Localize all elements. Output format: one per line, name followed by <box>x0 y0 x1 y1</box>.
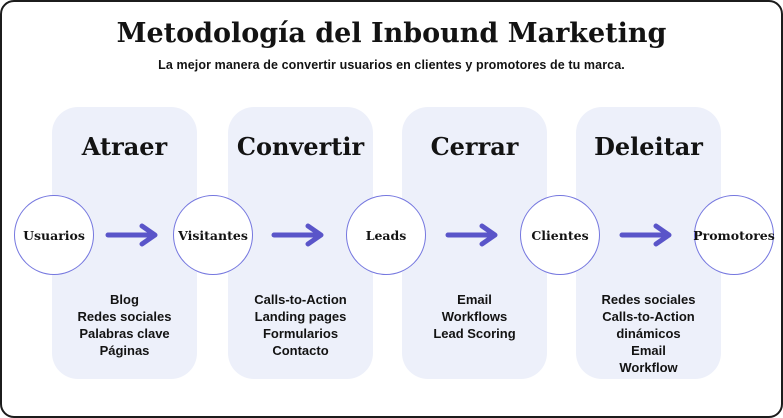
circle-label: Leads <box>365 227 407 243</box>
stage-title: Deleitar <box>594 132 703 161</box>
stage-list-item: dinámicos <box>616 326 681 341</box>
arrow-right-icon <box>445 223 501 247</box>
stage-list-item: Calls-to-Action <box>254 292 347 307</box>
stage-list: Redes sociales Calls-to-Action dinámicos… <box>576 291 721 376</box>
stage-list-item: Redes sociales <box>601 292 696 307</box>
stage-list-item: Lead Scoring <box>433 326 516 341</box>
page-subtitle: La mejor manera de convertir usuarios en… <box>158 58 625 72</box>
arrow-right-icon <box>271 223 327 247</box>
stage-list-item: Email <box>631 343 666 358</box>
funnel-circle-visitantes: Visitantes <box>173 195 253 275</box>
stage-list-item: Formularios <box>262 326 339 341</box>
funnel-circle-leads: Leads <box>346 195 426 275</box>
stage-list-item: Calls-to-Action <box>602 309 695 324</box>
stage-list: Calls-to-Action Landing pages Formulario… <box>228 291 373 359</box>
stage-title: Atraer <box>81 132 168 161</box>
circle-label: Promotores <box>693 227 775 243</box>
stage-title: Convertir <box>236 132 365 161</box>
page-title: Metodología del Inbound Marketing <box>116 18 667 49</box>
stage-list-item: Palabras clave <box>79 326 170 341</box>
stage-panel-cerrar: Cerrar Email Workflows Lead Scoring <box>402 107 547 379</box>
stage-list-item: Workflow <box>619 360 678 375</box>
stage-list: Email Workflows Lead Scoring <box>402 291 547 342</box>
circle-label: Clientes <box>531 227 589 243</box>
stage-list-item: Workflows <box>441 309 508 324</box>
circle-label: Usuarios <box>23 227 85 243</box>
stage-list-item: Contacto <box>272 343 329 358</box>
stage-list-item: Blog <box>110 292 139 307</box>
funnel-circle-promotores: Promotores <box>693 195 775 275</box>
arrow-right-icon <box>105 223 161 247</box>
funnel-circle-clientes: Clientes <box>520 195 600 275</box>
stage-list-item: Páginas <box>99 343 150 358</box>
stage-list: Blog Redes sociales Palabras clave Págin… <box>52 291 197 359</box>
arrow-right-icon <box>619 223 675 247</box>
stage-list-item: Redes sociales <box>77 309 172 324</box>
stage-title: Cerrar <box>430 132 519 161</box>
stage-list-item: Email <box>457 292 492 307</box>
stage-list-item: Landing pages <box>254 309 347 324</box>
circle-label: Visitantes <box>178 227 248 243</box>
funnel-circle-usuarios: Usuarios <box>14 195 94 275</box>
